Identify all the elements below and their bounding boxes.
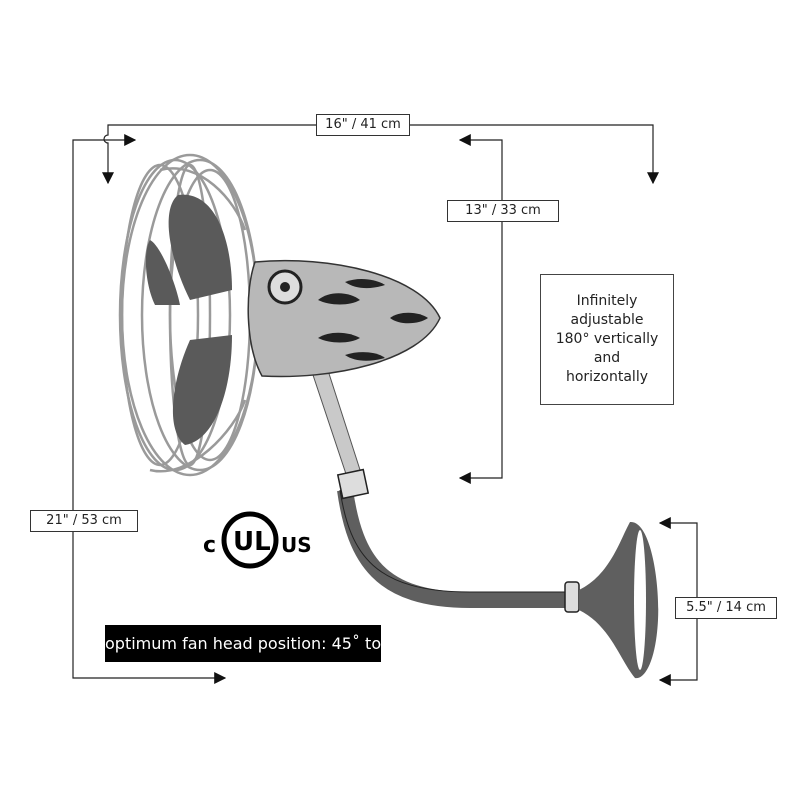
ul-c: c xyxy=(203,533,216,558)
info-line: adjustable xyxy=(570,312,644,328)
motor-vents xyxy=(318,278,428,361)
info-line: 180° vertically xyxy=(555,331,659,347)
fan-blades xyxy=(145,194,232,445)
yoke-collar xyxy=(336,468,370,500)
ul-certification-logo: c UL US xyxy=(203,511,312,569)
mount-collar xyxy=(564,581,580,613)
wall-mount-opening xyxy=(634,530,646,670)
adjustability-info-box: Infinitely adjustable 180° vertically an… xyxy=(540,274,674,405)
mount-dimension-label: 5.5" / 14 cm xyxy=(675,597,777,619)
head-height-dimension-label: 13" / 33 cm xyxy=(447,200,559,222)
tilt-knob-center xyxy=(280,282,290,292)
info-line: and xyxy=(593,350,621,366)
yoke xyxy=(337,488,568,608)
total-height-dimension-line xyxy=(72,134,227,684)
yoke-highlight xyxy=(339,489,568,593)
ul-mark: UL xyxy=(233,527,271,557)
ul-us: US xyxy=(281,533,312,557)
total-height-dimension-label: 21" / 53 cm xyxy=(30,510,138,532)
ul-ring xyxy=(221,511,279,569)
optimum-position-banner: optimum fan head position: 45˚ to yoke xyxy=(105,625,424,662)
width-dimension-line xyxy=(102,124,659,185)
width-dimension-label: 16" / 41 cm xyxy=(316,114,410,136)
head-height-dimension-line xyxy=(458,134,503,484)
wall-mount xyxy=(579,521,659,679)
info-line: Infinitely xyxy=(576,293,638,309)
info-line: horizontally xyxy=(565,369,648,385)
